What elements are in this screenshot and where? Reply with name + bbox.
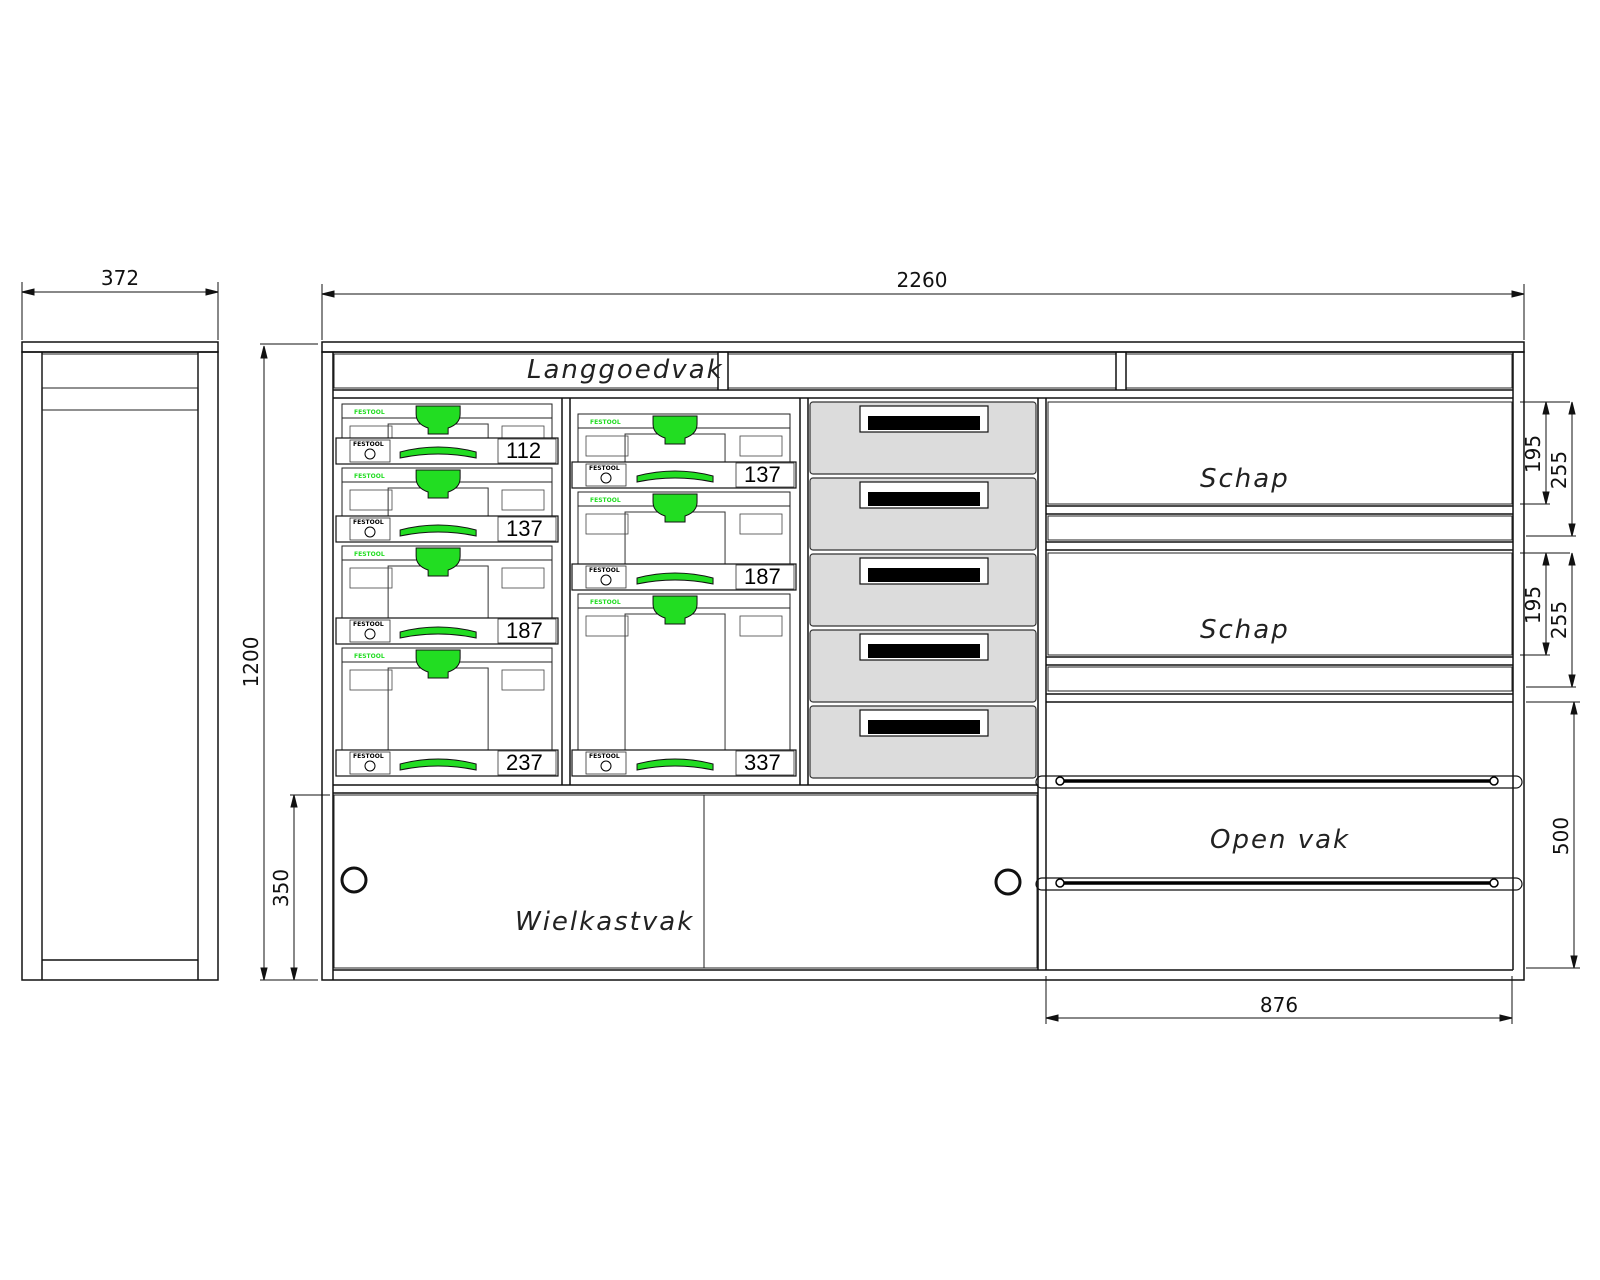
rod-lower (1035, 877, 1523, 891)
drawer-stack (809, 401, 1037, 779)
dim-open-height: 500 (1549, 817, 1573, 855)
label-shelf-1: Schap (1200, 464, 1290, 494)
drawer (809, 705, 1037, 779)
systainer-brand: FESTOOL (590, 497, 621, 504)
dim-total-width: 2260 (897, 268, 948, 292)
systainer: FESTOOL FESTOOL 237 (335, 647, 559, 777)
systainer-brand: FESTOOL (589, 465, 620, 472)
systainer-brand: FESTOOL (589, 567, 620, 574)
systainer: FESTOOL FESTOOL 137 (571, 413, 797, 489)
dimension-lines (21, 282, 1580, 1024)
systainer: FESTOOL FESTOOL 187 (571, 491, 797, 591)
systainer: FESTOOL FESTOOL 187 (335, 545, 559, 645)
systainer-size: 137 (744, 462, 781, 487)
dim-shelf1-inner: 195 (1521, 435, 1545, 473)
drawer (809, 401, 1037, 475)
systainer: FESTOOL FESTOOL 337 (571, 593, 797, 777)
dim-right-width: 876 (1260, 993, 1298, 1017)
systainer-brand: FESTOOL (354, 551, 385, 558)
systainer: FESTOOL FESTOOL 112 (335, 403, 559, 465)
systainer-brand: FESTOOL (353, 519, 384, 526)
drawer (809, 553, 1037, 627)
systainer-brand: FESTOOL (590, 419, 621, 426)
systainer-brand: FESTOOL (354, 473, 385, 480)
drawer (809, 629, 1037, 703)
systainer-size: 337 (744, 750, 781, 775)
dim-shelf2-outer: 255 (1547, 601, 1571, 639)
systainer-size: 237 (506, 750, 543, 775)
rod-upper (1035, 775, 1523, 789)
systainer-brand: FESTOOL (353, 621, 384, 628)
systainer-brand: FESTOOL (353, 753, 384, 760)
dim-side-depth: 372 (101, 266, 139, 290)
drawer (809, 477, 1037, 551)
dim-shelf2-inner: 195 (1521, 586, 1545, 624)
systainer-brand: FESTOOL (354, 653, 385, 660)
dim-shelf1-outer: 255 (1547, 451, 1571, 489)
label-long-goods: Langgoedvak (527, 355, 724, 385)
label-open-compartment: Open vak (1210, 825, 1350, 855)
systainer-size: 112 (506, 438, 541, 463)
systainer-brand: FESTOOL (354, 409, 385, 416)
dim-total-height: 1200 (239, 637, 263, 688)
systainer-brand: FESTOOL (590, 599, 621, 606)
dim-wheel-height: 350 (269, 869, 293, 907)
label-shelf-2: Schap (1200, 615, 1290, 645)
systainer-size: 187 (506, 618, 543, 643)
systainer-brand: FESTOOL (589, 753, 620, 760)
systainer-size: 137 (506, 516, 543, 541)
side-view (21, 341, 219, 981)
systainer-brand: FESTOOL (353, 441, 384, 448)
label-wheel-compartment: Wielkastvak (515, 907, 694, 937)
systainer: FESTOOL FESTOOL 137 (335, 467, 559, 543)
systainer-size: 187 (744, 564, 781, 589)
front-carcass (321, 341, 1525, 981)
